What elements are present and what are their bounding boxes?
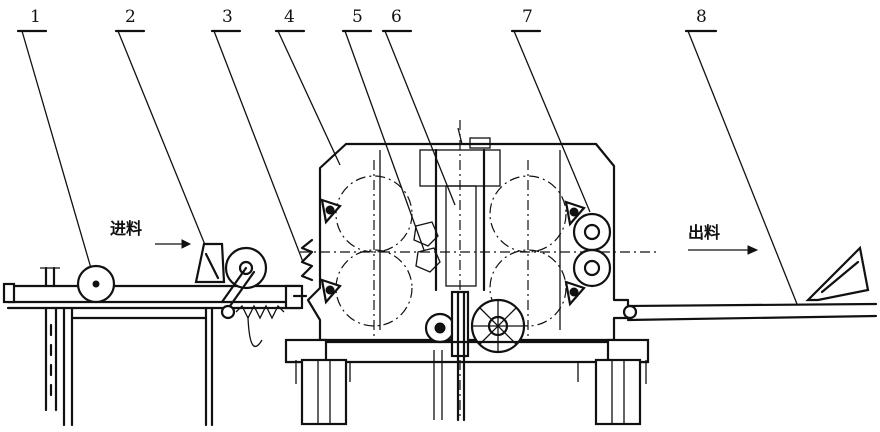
callout-5: 5 [341, 7, 425, 251]
callout-label-8: 8 [696, 7, 707, 27]
callout-3: 3 [210, 7, 304, 263]
callout-label-3: 3 [222, 7, 233, 27]
callout-label-5: 5 [352, 7, 363, 27]
feed-in-label: 进料 [110, 219, 142, 238]
feed-in-arrow [155, 239, 192, 249]
callout-7: 7 [510, 7, 591, 213]
callout-6: 6 [381, 7, 456, 206]
callout-label-2: 2 [125, 7, 136, 27]
callout-1: 1 [16, 7, 96, 283]
callout-8: 8 [684, 7, 798, 305]
machine-legs [295, 358, 647, 426]
callout-2: 2 [114, 7, 213, 263]
callout-4: 4 [274, 7, 341, 166]
feed-out-label: 出料 [688, 223, 720, 242]
feed-out-arrow [688, 245, 759, 255]
callout-label-1: 1 [30, 7, 41, 27]
callout-label-4: 4 [284, 7, 295, 27]
callout-label-7: 7 [522, 7, 533, 27]
infeed-table [2, 242, 308, 427]
outfeed-conveyor [622, 245, 878, 322]
callout-label-6: 6 [391, 7, 402, 27]
